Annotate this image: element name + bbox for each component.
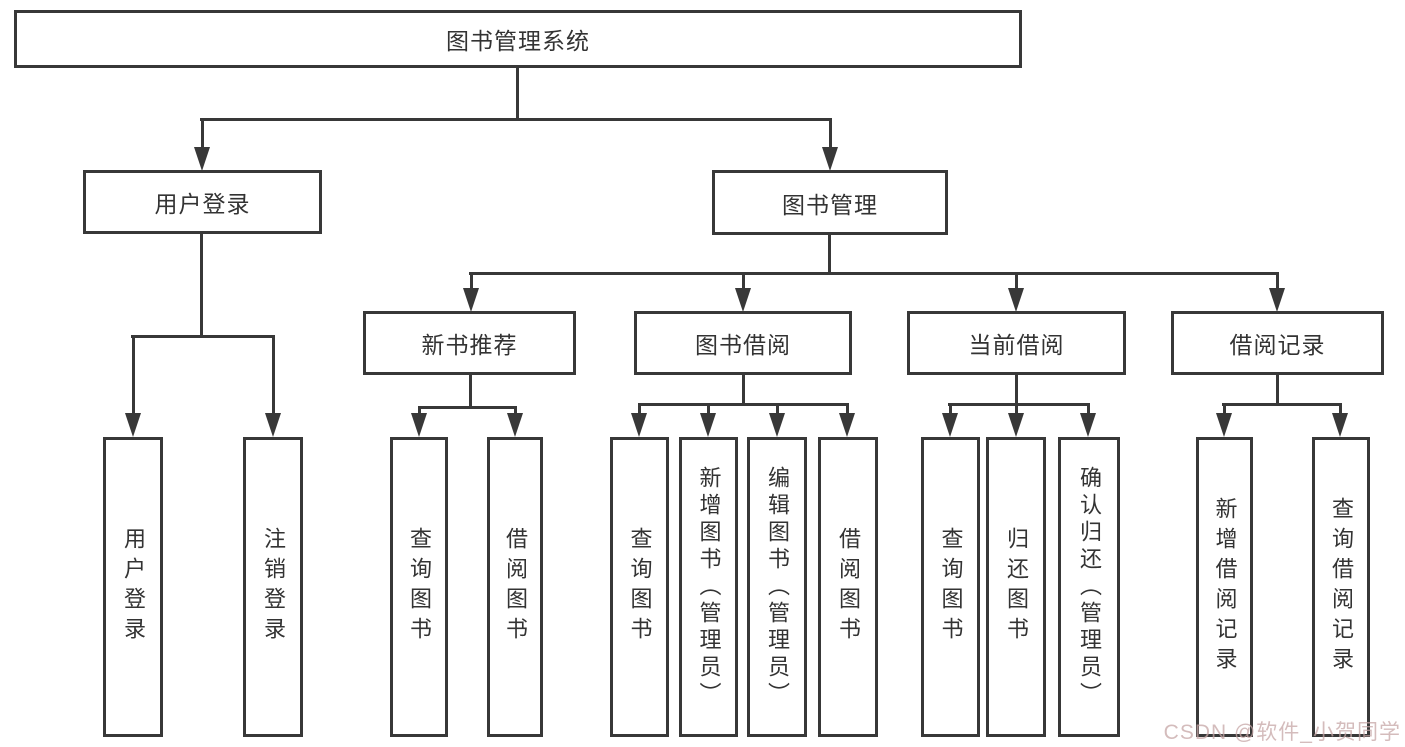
leaf-query-borrow-record-label: 查询借阅记录 xyxy=(1329,497,1354,677)
node-book-borrowing: 图书借阅 xyxy=(634,311,852,375)
leaf-user-login: 用户登录 xyxy=(103,437,163,737)
leaf-edit-book-admin-label: 编辑图书（管理员） xyxy=(765,465,790,709)
connector-line xyxy=(1222,403,1341,406)
leaf-query-books-recommend: 查询图书 xyxy=(390,437,448,737)
leaf-confirm-return-admin: 确认归还（管理员） xyxy=(1058,437,1120,737)
connector-line xyxy=(1223,403,1226,417)
connector-line xyxy=(1339,403,1342,417)
node-borrowing-records: 借阅记录 xyxy=(1171,311,1384,375)
leaf-borrow-books-label: 借阅图书 xyxy=(836,527,861,647)
leaf-query-books-borrowing: 查询图书 xyxy=(610,437,669,737)
arrowhead-down-icon xyxy=(125,413,141,437)
arrowhead-down-icon xyxy=(1008,288,1024,312)
arrowhead-down-icon xyxy=(265,413,281,437)
leaf-borrow-books: 借阅图书 xyxy=(818,437,878,737)
arrowhead-down-icon xyxy=(735,288,751,312)
arrowhead-down-icon xyxy=(1332,413,1348,437)
connector-line xyxy=(418,406,517,409)
leaf-add-borrow-record: 新增借阅记录 xyxy=(1196,437,1253,737)
leaf-add-borrow-record-label: 新增借阅记录 xyxy=(1212,497,1238,677)
node-borrowing-records-label: 借阅记录 xyxy=(1229,332,1326,358)
arrowhead-down-icon xyxy=(839,413,855,437)
leaf-borrow-books-recommend-label: 借阅图书 xyxy=(503,527,528,647)
connector-line xyxy=(742,375,745,406)
connector-line xyxy=(470,272,473,292)
connector-line xyxy=(1015,375,1018,406)
arrowhead-down-icon xyxy=(1216,413,1232,437)
connector-line xyxy=(1087,403,1090,417)
node-current-borrowing: 当前借阅 xyxy=(907,311,1126,375)
connector-line xyxy=(201,118,204,150)
arrowhead-down-icon xyxy=(700,413,716,437)
connector-line xyxy=(132,335,135,417)
connector-line xyxy=(638,403,849,406)
node-current-borrowing-label: 当前借阅 xyxy=(968,332,1065,358)
arrowhead-down-icon xyxy=(411,413,427,437)
node-user-login-label: 用户登录 xyxy=(154,191,251,217)
leaf-borrow-books-recommend: 借阅图书 xyxy=(487,437,543,737)
connector-line xyxy=(846,403,849,417)
leaf-logout-label: 注销登录 xyxy=(261,527,286,647)
node-library-system: 图书管理系统 xyxy=(14,10,1022,68)
arrowhead-down-icon xyxy=(631,413,647,437)
connector-line xyxy=(1276,272,1279,292)
arrowhead-down-icon xyxy=(769,413,785,437)
arrowhead-down-icon xyxy=(507,413,523,437)
connector-line xyxy=(514,406,517,417)
connector-line xyxy=(707,403,710,417)
arrowhead-down-icon xyxy=(1080,413,1096,437)
node-user-login: 用户登录 xyxy=(83,170,322,234)
arrowhead-down-icon xyxy=(194,147,210,171)
connector-line xyxy=(131,335,275,338)
connector-line xyxy=(948,403,1090,406)
arrowhead-down-icon xyxy=(822,147,838,171)
leaf-user-login-label: 用户登录 xyxy=(121,527,146,647)
arrowhead-down-icon xyxy=(942,413,958,437)
arrowhead-down-icon xyxy=(1269,288,1285,312)
node-book-management-label: 图书管理 xyxy=(782,191,878,218)
connector-line xyxy=(949,403,952,417)
leaf-add-book-admin-label: 新增图书（管理员） xyxy=(696,465,722,709)
connector-line xyxy=(469,272,1279,275)
node-library-system-label: 图书管理系统 xyxy=(446,28,590,54)
connector-line xyxy=(776,403,779,417)
node-book-borrowing-label: 图书借阅 xyxy=(695,332,791,358)
leaf-logout: 注销登录 xyxy=(243,437,303,737)
connector-line xyxy=(638,403,641,417)
connector-line xyxy=(829,118,832,150)
connector-line xyxy=(828,234,831,275)
connector-line xyxy=(200,234,203,338)
leaf-query-books-current-label: 查询图书 xyxy=(938,527,964,647)
connector-line xyxy=(1015,403,1018,417)
connector-line xyxy=(516,68,519,119)
connector-line xyxy=(272,335,275,417)
leaf-query-borrow-record: 查询借阅记录 xyxy=(1312,437,1370,737)
leaf-confirm-return-admin-label: 确认归还（管理员） xyxy=(1077,465,1102,709)
connector-line xyxy=(1276,375,1279,406)
connector-line xyxy=(1015,272,1018,292)
arrowhead-down-icon xyxy=(463,288,479,312)
leaf-query-books-recommend-label: 查询图书 xyxy=(407,527,432,647)
connector-line xyxy=(200,118,832,121)
leaf-query-books-borrowing-label: 查询图书 xyxy=(627,527,653,647)
watermark: CSDN @软件_小贺同学 xyxy=(1163,721,1401,744)
node-new-book-recommend: 新书推荐 xyxy=(363,311,576,375)
leaf-return-books-label: 归还图书 xyxy=(1004,527,1029,647)
leaf-add-book-admin: 新增图书（管理员） xyxy=(679,437,738,737)
leaf-edit-book-admin: 编辑图书（管理员） xyxy=(747,437,807,737)
leaf-return-books: 归还图书 xyxy=(986,437,1046,737)
arrowhead-down-icon xyxy=(1008,413,1024,437)
connector-line xyxy=(469,375,472,409)
node-new-book-recommend-label: 新书推荐 xyxy=(421,332,518,358)
connector-line xyxy=(742,272,745,292)
leaf-query-books-current: 查询图书 xyxy=(921,437,980,737)
node-book-management: 图书管理 xyxy=(712,170,948,235)
connector-line xyxy=(418,406,421,417)
